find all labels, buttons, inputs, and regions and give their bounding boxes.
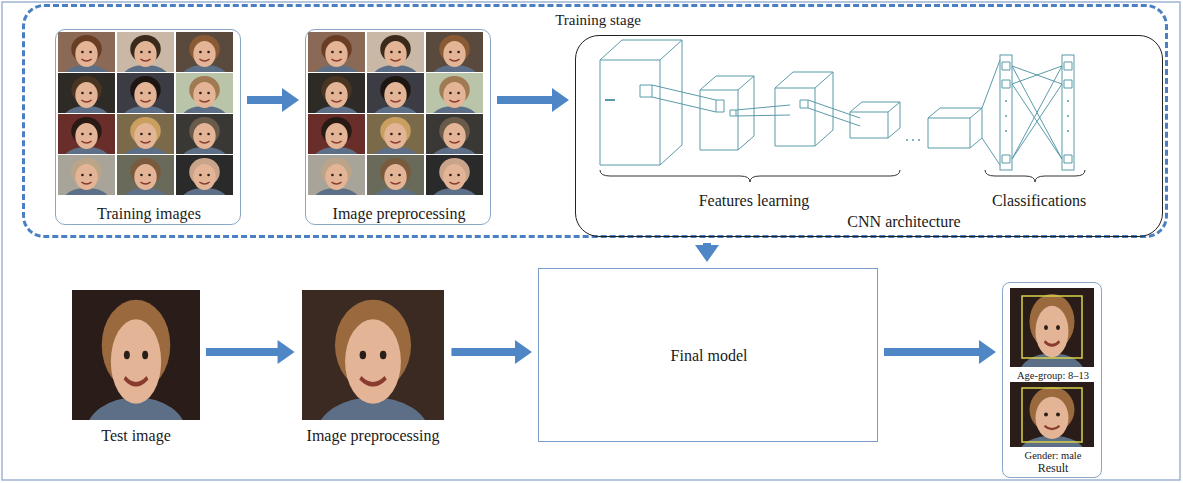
dense-connections xyxy=(1012,66,1062,159)
node-label: Result xyxy=(1038,462,1069,476)
arrow-head xyxy=(278,340,295,364)
face-photo xyxy=(117,155,174,210)
receptive-field xyxy=(800,100,860,126)
flow-arrow xyxy=(884,340,996,364)
training-faces xyxy=(58,32,233,210)
flatten-lines xyxy=(982,60,1000,165)
detection-box xyxy=(1022,296,1082,358)
arrow-shaft xyxy=(451,348,517,356)
flow-arrow xyxy=(247,88,299,112)
flow-arrow xyxy=(497,88,569,112)
dense-layer xyxy=(1062,55,1074,170)
braces xyxy=(600,170,1085,182)
node-label: Age-group: 8–13 xyxy=(1017,370,1089,382)
feature-map xyxy=(700,76,754,150)
image-set-box: Image preprocessing xyxy=(305,29,491,225)
arrow-head xyxy=(515,340,532,364)
result-photo xyxy=(1010,288,1094,397)
arrow-head xyxy=(695,245,719,262)
feature-map xyxy=(600,40,682,165)
arrow-head xyxy=(979,340,996,364)
face-photo xyxy=(176,155,233,210)
neuron-squares xyxy=(1002,62,1072,163)
preprocessed-faces xyxy=(308,32,483,210)
dense-layer xyxy=(1000,55,1012,170)
flow-arrow xyxy=(451,340,532,364)
flow-arrow xyxy=(695,243,719,262)
ellipsis-dots xyxy=(1006,100,1068,132)
photo-node: Image preprocessing xyxy=(301,290,446,448)
photo-node: Test image xyxy=(72,290,200,448)
face-photo xyxy=(367,155,424,210)
arrow-shaft xyxy=(247,96,284,104)
test-photo-preprocessed xyxy=(302,290,444,469)
detection-box xyxy=(1022,388,1082,442)
arrow-shaft xyxy=(206,348,280,356)
arrow-shaft xyxy=(497,96,554,104)
kernel-mark xyxy=(605,99,615,101)
arrow-head xyxy=(282,88,299,112)
result-box: Age-group: 8–13Gender: maleResult xyxy=(1002,282,1102,478)
node-label: Image preprocessing xyxy=(307,427,440,445)
node-label: Training images xyxy=(97,205,201,223)
node-label: Gender: male xyxy=(1025,450,1082,462)
node-label: Final model xyxy=(671,347,748,365)
face-photo xyxy=(58,155,115,210)
test-photo xyxy=(72,290,200,469)
node-label: CNN architecture xyxy=(847,213,960,231)
node-label: Features learning xyxy=(699,192,810,210)
brace xyxy=(600,170,900,182)
image-set-box: Training images xyxy=(55,29,241,225)
feature-map xyxy=(775,72,833,146)
brace xyxy=(985,170,1085,182)
arrow-shaft xyxy=(884,348,981,356)
face-photo xyxy=(308,155,365,210)
stage-region: Training stageTraining images Image prepr… xyxy=(22,4,1168,238)
node-label: Training stage xyxy=(555,12,641,29)
node-label: Image preprocessing xyxy=(333,205,466,223)
feature-map xyxy=(850,102,900,138)
arrow-head xyxy=(552,88,569,112)
flow-arrow xyxy=(206,340,295,364)
cnn-box: Features learning ClassificationsCNN arch… xyxy=(575,35,1163,237)
feature-map xyxy=(928,108,982,148)
ellipsis-dots xyxy=(906,139,920,141)
receptive-field xyxy=(640,85,716,112)
result-photo xyxy=(1010,382,1094,471)
node-label: Test image xyxy=(101,427,171,445)
node-label: Classifications xyxy=(992,192,1086,210)
receptive-field xyxy=(716,100,790,116)
cnn-illustration xyxy=(600,40,1074,170)
model-box: Final model xyxy=(538,268,878,442)
face-photo xyxy=(426,155,483,210)
